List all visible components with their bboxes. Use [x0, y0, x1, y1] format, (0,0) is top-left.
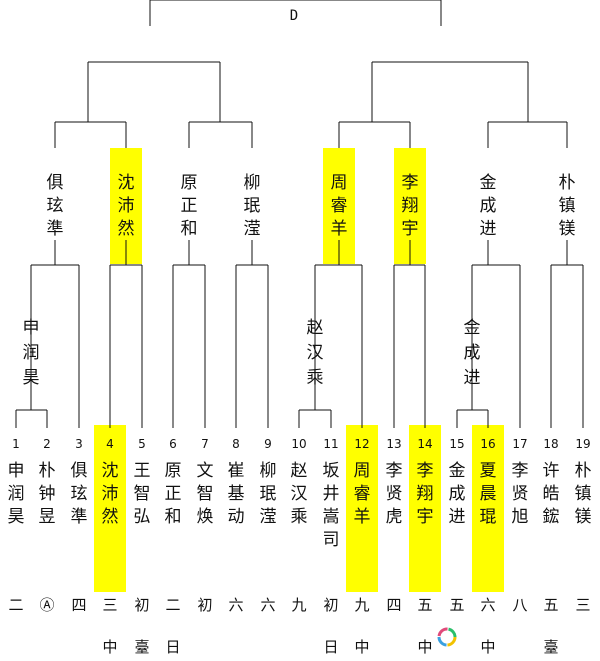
round2-winner: 沈沛然 [117, 173, 135, 239]
player-rank: 五 [543, 596, 559, 614]
player-rank: 初 [197, 596, 213, 614]
round2-winner: 金成进 [479, 173, 497, 239]
player-rank: 初 [134, 596, 150, 614]
player-region: 中 [417, 638, 433, 656]
player-rank: 二 [165, 596, 181, 614]
final-label: D [289, 8, 299, 24]
round2-winner: 原正和 [180, 173, 198, 239]
player-region: 日 [165, 638, 181, 656]
player-name: 金成进 [448, 461, 466, 527]
player-rank: 九 [291, 596, 307, 614]
player-rank: 三 [575, 596, 591, 614]
player-number: 10 [291, 437, 307, 451]
player-number: 11 [323, 437, 339, 451]
player-name: 申润昊 [7, 461, 25, 527]
player-rank: 六 [260, 596, 276, 614]
player-number: 5 [138, 437, 146, 451]
player-region: 中 [354, 638, 370, 656]
player-highlight-4 [94, 425, 126, 592]
player-highlight-16 [472, 425, 504, 592]
player-name: 文智焕 [196, 461, 214, 527]
player-number: 15 [449, 437, 465, 451]
player-number: 2 [43, 437, 51, 451]
player-name: 王智弘 [133, 461, 151, 527]
player-name: 朴镇镁 [574, 461, 592, 527]
player-region: 中 [102, 638, 118, 656]
player-number: 1 [12, 437, 20, 451]
player-number: 3 [75, 437, 83, 451]
player-number: 19 [575, 437, 591, 451]
player-number: 12 [354, 437, 370, 451]
player-region: 臺 [134, 638, 150, 656]
player-region: 臺 [543, 638, 559, 656]
player-name: 原正和 [164, 461, 182, 527]
player-rank: 五 [449, 596, 465, 614]
player-number: 13 [386, 437, 402, 451]
player-name: 沈沛然 [101, 461, 119, 527]
player-rank: 四 [71, 596, 87, 614]
round1-winner: 赵汉乘 [306, 318, 324, 388]
player-rank: Ⓐ [39, 596, 55, 614]
player-name: 李翔宇 [416, 461, 434, 527]
player-number: 6 [169, 437, 177, 451]
player-number: 14 [417, 437, 433, 451]
round2-winner: 李翔宇 [401, 173, 419, 239]
player-name: 李贤旭 [511, 461, 529, 527]
player-rank: 三 [102, 596, 118, 614]
player-name: 俱玹準 [70, 461, 88, 527]
watermark-logo-icon [437, 627, 457, 647]
player-number: 17 [512, 437, 528, 451]
player-rank: 四 [386, 596, 402, 614]
round2-winner: 柳珉滢 [243, 173, 261, 239]
round2-winner: 朴镇镁 [558, 173, 576, 239]
player-rank: 六 [480, 596, 496, 614]
player-rank: 五 [417, 596, 433, 614]
player-name: 赵汉乘 [290, 461, 308, 527]
player-number: 4 [106, 437, 114, 451]
player-name: 许皓鋐 [542, 461, 560, 527]
player-rank: 初 [323, 596, 339, 614]
player-rank: 二 [8, 596, 24, 614]
player-name: 坂井嵩司 [322, 461, 340, 550]
player-number: 16 [480, 437, 496, 451]
player-name: 柳珉滢 [259, 461, 277, 527]
player-rank: 八 [512, 596, 528, 614]
round2-winner: 周睿羊 [330, 173, 348, 239]
player-number: 18 [543, 437, 559, 451]
player-name: 李贤虎 [385, 461, 403, 527]
player-number: 7 [201, 437, 209, 451]
player-name: 崔基动 [227, 461, 245, 527]
player-region: 中 [480, 638, 496, 656]
player-rank: 九 [354, 596, 370, 614]
player-number: 9 [264, 437, 272, 451]
player-name: 朴钟昱 [38, 461, 56, 527]
player-highlight-14 [409, 425, 441, 592]
round2-winner: 俱玹準 [46, 173, 64, 239]
player-highlight-12 [346, 425, 378, 592]
player-region: 日 [323, 638, 339, 656]
player-number: 8 [232, 437, 240, 451]
player-name: 周睿羊 [353, 461, 371, 527]
player-rank: 六 [228, 596, 244, 614]
round1-winner: 申润昊 [22, 318, 40, 388]
player-name: 夏晨琨 [479, 461, 497, 527]
round1-winner: 金成进 [463, 318, 481, 388]
